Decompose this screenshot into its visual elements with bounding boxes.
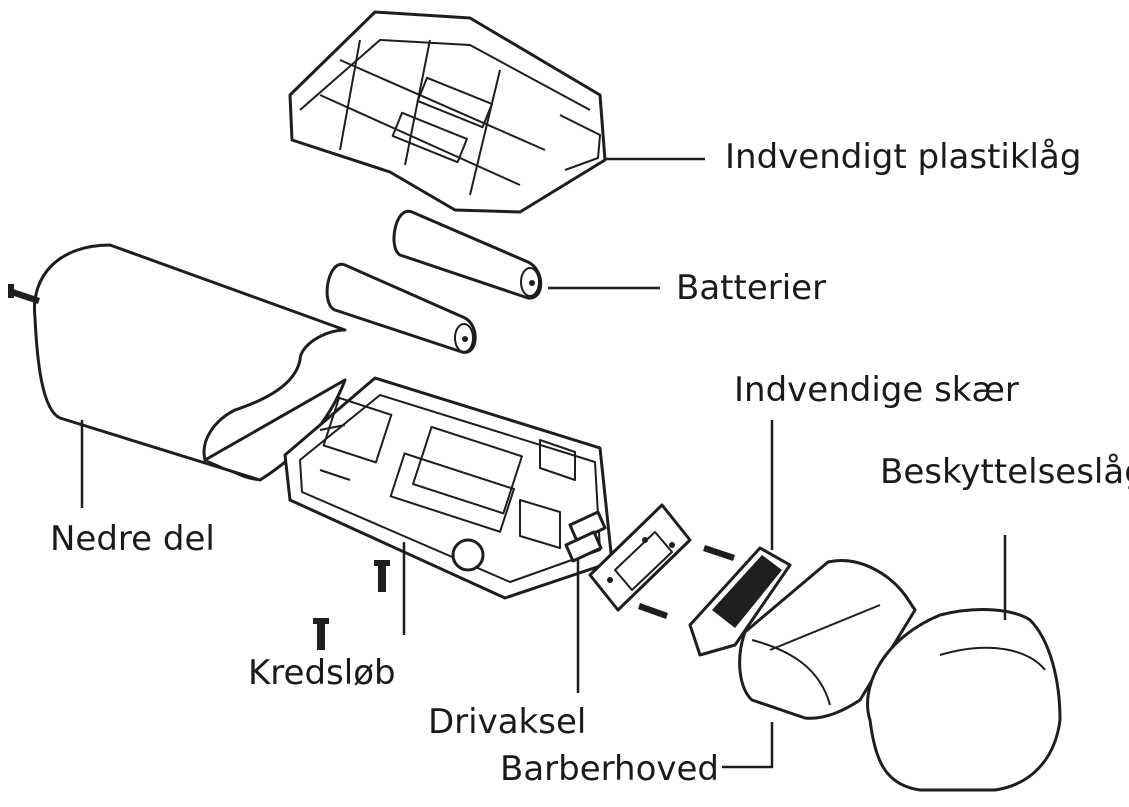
gasket-plate xyxy=(588,503,692,612)
label-batteries: Batterier xyxy=(676,268,827,308)
protective-cap xyxy=(866,608,1062,792)
label-shaver-head: Barberhoved xyxy=(500,749,719,789)
label-inner-plastic-lid: Indvendigt plastiklåg xyxy=(725,137,1082,177)
screws-bottom xyxy=(313,560,390,650)
label-lower-part: Nedre del xyxy=(50,519,215,559)
label-protective-cap: Beskyttelseslåg xyxy=(880,452,1129,492)
label-inner-cutters: Indvendige skær xyxy=(734,370,1019,410)
inner-cutters xyxy=(688,546,792,657)
leader-lines xyxy=(80,157,1007,769)
lower-part-shell xyxy=(32,243,347,482)
label-circuit: Kredsløb xyxy=(248,653,396,693)
batteries xyxy=(325,209,543,354)
screw-left xyxy=(8,284,40,304)
inner-plastic-lid xyxy=(288,10,607,214)
screws-cutters xyxy=(638,545,735,619)
leader-shaver-head xyxy=(722,722,774,769)
label-drive-shaft: Drivaksel xyxy=(428,702,587,742)
circuit-frame xyxy=(283,376,614,600)
